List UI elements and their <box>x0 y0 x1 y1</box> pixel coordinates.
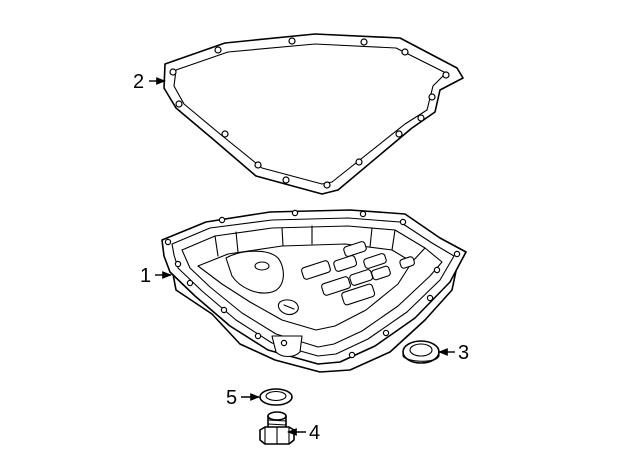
callout-label-5: 5 <box>226 387 237 409</box>
washer-part-5 <box>259 388 293 406</box>
pan-boss-hole <box>254 261 270 271</box>
pan-slot <box>277 299 299 316</box>
pan-inner-wall <box>181 225 443 348</box>
pan-flange-inner <box>171 217 455 357</box>
gasket-inner-edge <box>173 43 447 185</box>
gasket-bolt-holes <box>169 37 450 189</box>
oil-pan-part-1 <box>161 209 467 373</box>
drain-plug-part-4 <box>259 411 295 445</box>
callout-2: 2 <box>133 71 166 93</box>
callout-label-4: 4 <box>309 422 320 444</box>
gasket-outer-edge <box>163 33 464 195</box>
callout-5: 5 <box>226 387 260 409</box>
callout-label-2: 2 <box>133 71 144 93</box>
pan-raised-pads <box>301 241 415 306</box>
pan-slot-inner <box>283 304 295 310</box>
seal-ring-part-3 <box>402 340 440 364</box>
callout-label-3: 3 <box>458 342 469 364</box>
callout-1: 1 <box>140 265 172 287</box>
pan-floor-edge <box>197 243 413 331</box>
callout-4: 4 <box>287 422 320 444</box>
pan-drain-boss <box>271 335 303 358</box>
callout-label-1: 1 <box>140 265 151 287</box>
pan-boss <box>225 250 284 294</box>
gasket-part-2 <box>163 33 464 195</box>
pan-bolt-holes <box>164 209 461 359</box>
callout-3: 3 <box>438 342 469 364</box>
